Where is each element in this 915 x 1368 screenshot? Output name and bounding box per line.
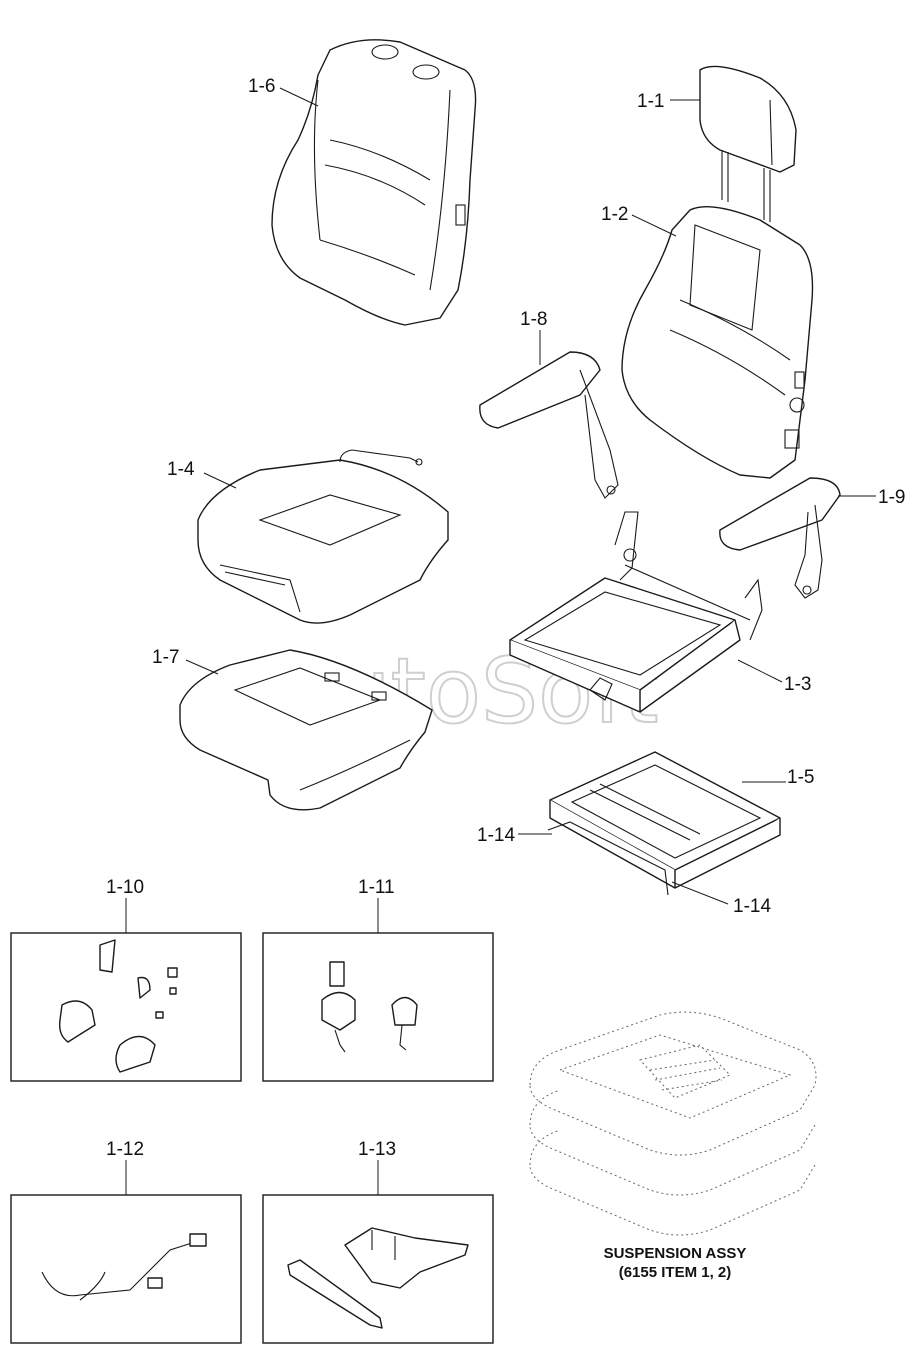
callout-1-3: 1-3 <box>784 674 811 695</box>
callout-1-14-right: 1-14 <box>733 896 771 917</box>
callout-1-10: 1-10 <box>106 877 144 898</box>
caption-line-2: (6155 ITEM 1, 2) <box>619 1264 732 1281</box>
callout-1-4: 1-4 <box>167 459 195 480</box>
callout-1-11: 1-11 <box>358 877 395 898</box>
callout-1-6: 1-6 <box>248 76 275 97</box>
part-armrest-right[interactable] <box>719 477 841 599</box>
callout-1-2: 1-2 <box>601 204 628 225</box>
callout-1-9: 1-9 <box>878 487 905 508</box>
callout-1-13: 1-13 <box>358 1139 396 1160</box>
callout-1-7: 1-7 <box>152 647 179 668</box>
callout-1-14-left: 1-14 <box>477 825 515 846</box>
part-lever-covers[interactable] <box>287 1227 469 1329</box>
part-headrest[interactable] <box>699 65 797 222</box>
box-1-11 <box>262 932 494 1082</box>
part-seat-cushion[interactable] <box>197 449 449 624</box>
suspension-assy-reference <box>529 1011 817 1236</box>
part-seat-back-cover[interactable] <box>271 39 477 326</box>
box-1-12 <box>10 1194 242 1344</box>
part-armrest-left[interactable] <box>479 351 619 499</box>
part-cushion-pad[interactable] <box>179 649 433 811</box>
caption-line-1: SUSPENSION ASSY <box>604 1245 747 1262</box>
part-slide-rail[interactable] <box>547 751 781 896</box>
part-seat-back[interactable] <box>621 205 814 479</box>
part-seat-frame[interactable] <box>509 511 763 713</box>
callout-1-1: 1-1 <box>637 91 664 112</box>
callout-1-5: 1-5 <box>787 767 814 788</box>
part-seat-belt[interactable] <box>321 961 418 1053</box>
part-trim-clips[interactable] <box>58 939 178 1073</box>
callout-1-12: 1-12 <box>106 1139 144 1160</box>
part-wire-harness[interactable] <box>41 1233 207 1301</box>
callout-1-8: 1-8 <box>520 309 547 330</box>
